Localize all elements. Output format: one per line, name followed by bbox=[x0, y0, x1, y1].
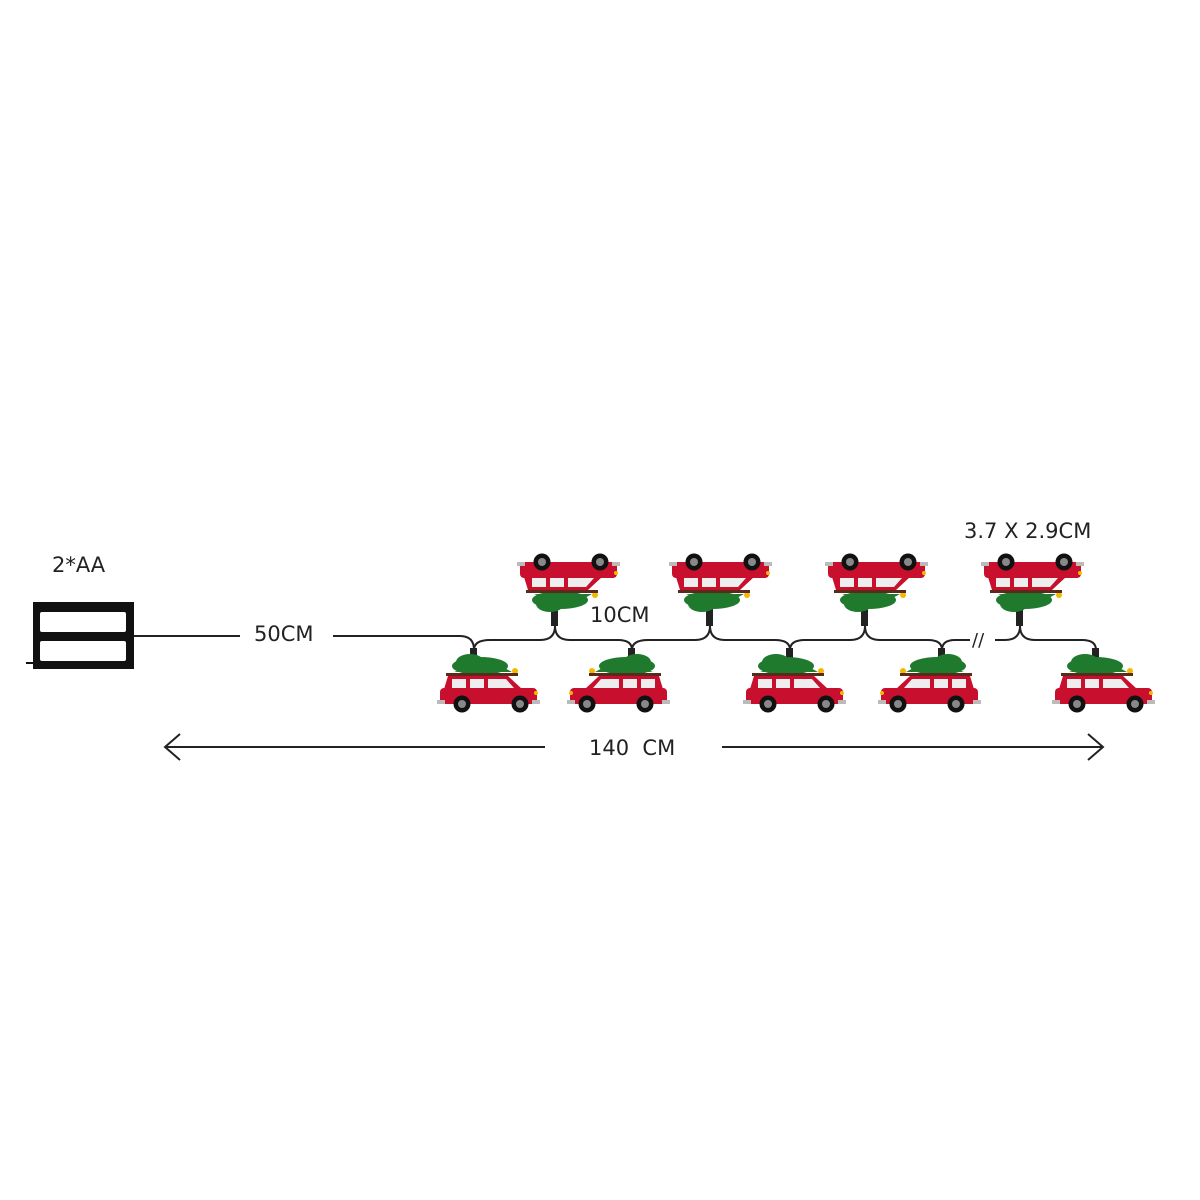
lead-wire bbox=[333, 635, 475, 651]
battery-box-icon bbox=[26, 602, 134, 669]
battery-label: 2*AA bbox=[52, 553, 106, 577]
spacing-label: 10CM bbox=[590, 603, 650, 627]
connectors bbox=[470, 608, 1099, 664]
car-with-tree-icon bbox=[825, 553, 928, 612]
car-with-tree-icon bbox=[669, 553, 772, 612]
car-with-tree-icon bbox=[981, 553, 1084, 612]
break-mark: // bbox=[972, 630, 985, 651]
car-with-tree-icon bbox=[1052, 654, 1155, 713]
arrow-right-icon bbox=[722, 733, 1105, 761]
car-with-tree-icon bbox=[437, 654, 540, 713]
car-with-tree-icon bbox=[743, 654, 846, 713]
total-length-label: 140 CM bbox=[589, 736, 675, 760]
size-label: 3.7 X 2.9CM bbox=[964, 519, 1091, 543]
lead-length-label: 50CM bbox=[254, 622, 314, 646]
string-wires bbox=[473, 625, 1097, 651]
car-with-tree-icon bbox=[878, 654, 981, 713]
car-with-tree-icon bbox=[567, 654, 670, 713]
arrow-left-icon bbox=[163, 733, 545, 761]
